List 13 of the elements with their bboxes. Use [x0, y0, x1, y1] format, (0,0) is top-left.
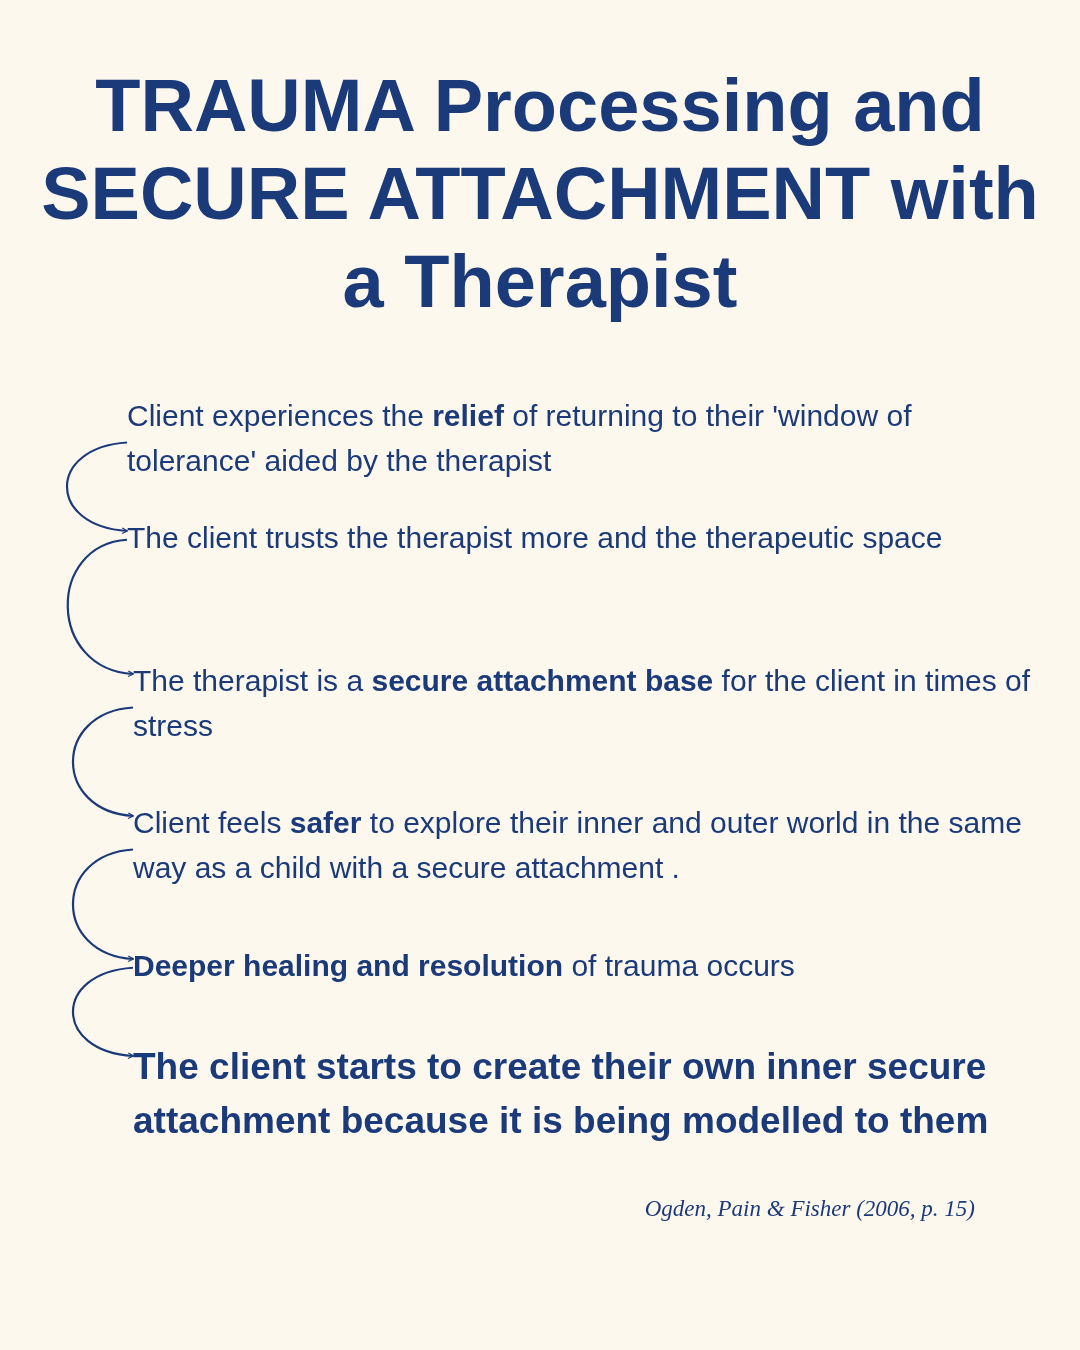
- step-text: Client experiences the relief of returning to their 'window of tolerance' aided by the therapist: [127, 393, 1027, 483]
- citation: Ogden, Pain & Fisher (2006, p. 15): [644, 1196, 975, 1222]
- curved-arrow: [71, 706, 135, 819]
- step-text: Client feels safer to explore their inner and outer world in the same way as a child with a secure attachment .: [133, 800, 1063, 890]
- curved-arrow: [72, 966, 135, 1059]
- curved-arrow: [66, 441, 129, 534]
- curved-arrow: [66, 538, 135, 677]
- step-text: The client starts to create their own inner secure attachment because it is being modelled to them: [133, 1040, 993, 1148]
- step-text: The client trusts the therapist more and the therapeutic space: [127, 515, 943, 560]
- step-text: The therapist is a secure attachment base for the client in times of stress: [133, 658, 1033, 748]
- curved-arrow: [71, 848, 135, 962]
- title: TRAUMA Processing and SECURE ATTACHMENT with a Therapist: [40, 63, 1040, 325]
- step-text: Deeper healing and resolution of trauma occurs: [133, 943, 795, 988]
